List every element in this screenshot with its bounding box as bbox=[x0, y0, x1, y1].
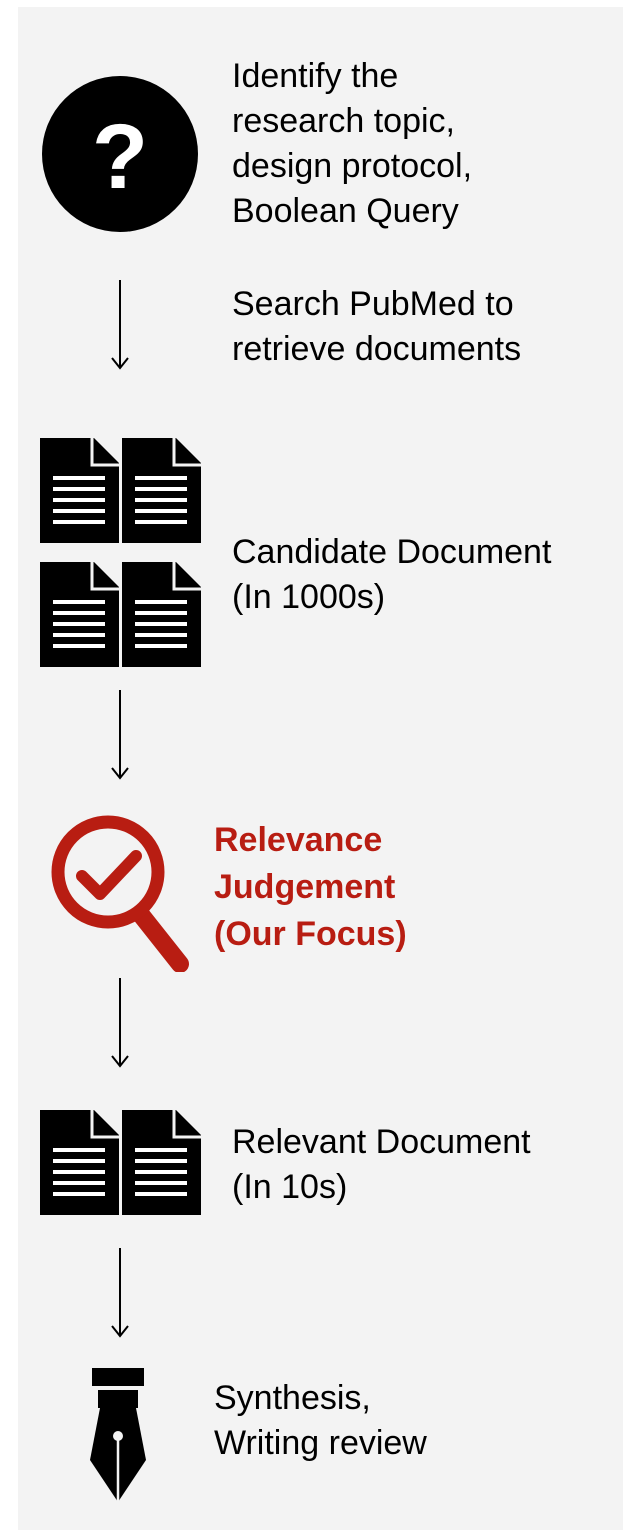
down-arrow-icon bbox=[111, 690, 129, 780]
two-documents-icon bbox=[40, 1110, 202, 1216]
four-documents-icon bbox=[40, 438, 202, 668]
label-line: retrieve documents bbox=[232, 330, 522, 368]
down-arrow-icon bbox=[111, 280, 129, 370]
label-line: Synthesis, bbox=[214, 1379, 371, 1417]
down-arrow-icon bbox=[111, 1248, 129, 1338]
step-relevant-document-label: Relevant Document (In 10s) bbox=[232, 1120, 531, 1210]
magnifier-check-icon bbox=[51, 815, 189, 972]
step-synthesis-label: Synthesis, Writing review bbox=[214, 1376, 427, 1466]
step-relevance-judgement-label: Relevance Judgement (Our Focus) bbox=[214, 817, 407, 958]
label-line: Boolean Query bbox=[232, 192, 459, 230]
step-identify-topic-label: Identify the research topic, design prot… bbox=[232, 54, 472, 234]
svg-text:?: ? bbox=[92, 106, 148, 208]
label-line: Relevance bbox=[214, 821, 383, 859]
label-line: Identify the bbox=[232, 57, 399, 95]
label-line: Search PubMed to bbox=[232, 285, 514, 323]
label-line: research topic, bbox=[232, 102, 455, 140]
diagram-panel bbox=[18, 7, 623, 1530]
step-candidate-document-label: Candidate Document (In 1000s) bbox=[232, 530, 551, 620]
label-line: Writing review bbox=[214, 1424, 427, 1462]
label-line: design protocol, bbox=[232, 147, 473, 185]
label-line: Judgement bbox=[214, 868, 396, 906]
label-line: Relevant Document bbox=[232, 1123, 531, 1161]
fountain-pen-icon bbox=[90, 1368, 146, 1502]
label-line: (In 1000s) bbox=[232, 578, 386, 616]
down-arrow-icon bbox=[111, 978, 129, 1068]
label-line: (Our Focus) bbox=[214, 915, 407, 953]
question-circle-icon: ? bbox=[42, 76, 198, 232]
label-line: Candidate Document bbox=[232, 533, 552, 571]
step-search-pubmed-label: Search PubMed to retrieve documents bbox=[232, 282, 521, 372]
label-line: (In 10s) bbox=[232, 1168, 348, 1206]
